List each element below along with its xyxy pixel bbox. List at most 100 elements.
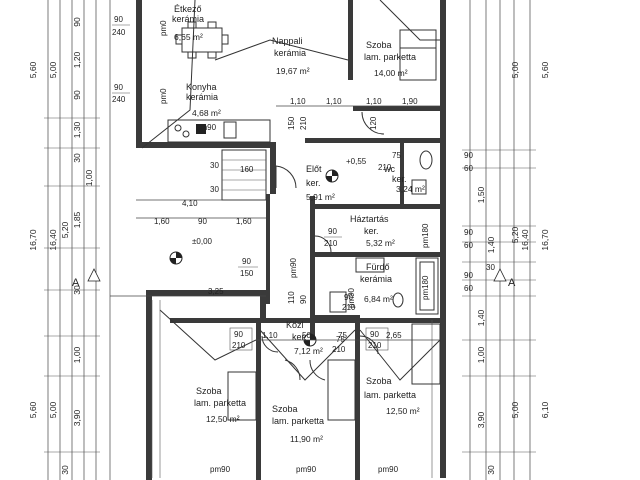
bathtub — [415, 257, 439, 315]
dim-label: 50 — [302, 331, 311, 340]
room-name: Közl — [286, 320, 304, 330]
dim-label: 1,30 — [72, 121, 82, 138]
room-furdo: Fürdő kerámia 6,84 m² — [360, 262, 393, 304]
room-area: 11,90 m² — [290, 434, 323, 444]
dim-label: 75 — [338, 331, 347, 340]
sill-label: pm180 — [421, 275, 430, 300]
room-floor: lam. parketta — [364, 52, 416, 62]
dim-label: 90 — [344, 293, 353, 302]
level-marker-hall — [325, 169, 339, 183]
dim-label: 90 — [299, 295, 308, 304]
door-width: 90 — [114, 15, 123, 24]
sill-label: pm90 — [378, 465, 399, 474]
room-eloter: Előt ker. 5,91 m² — [306, 164, 335, 202]
dim-label: 1,10 — [366, 97, 382, 106]
dim-label: 30 — [72, 153, 82, 163]
door-width: 75 — [392, 151, 401, 160]
dim-label: 1,10 — [262, 331, 278, 340]
horizontal-dims-lower: 3,25 1,10 50 75 2,65 — [110, 287, 440, 341]
dim-label: 90 — [464, 271, 473, 280]
structure-lines — [141, 0, 441, 478]
dim-label: 1,60 — [154, 217, 170, 226]
sill-label: pm90 — [196, 123, 217, 132]
room-area: 4,68 m² — [192, 108, 221, 118]
room-szoba-top: Szoba lam. parketta 14,00 m² — [364, 40, 416, 78]
door-width: 75 — [336, 335, 345, 344]
room-name: Szoba — [272, 404, 298, 414]
horizontal-dims-middle: 4,10 1,60 90 1,60 30 160 30 — [136, 161, 266, 226]
right-dimension-text: 16,70 5,60 6,10 16,40 5,00 5,20 5,00 1,5… — [464, 61, 550, 474]
dim-label: 1,90 — [402, 97, 418, 106]
door-label-szoba-right: 90 210 — [365, 327, 389, 351]
dim-label: 1,85 — [72, 211, 82, 228]
room-name: Étkező — [174, 4, 202, 14]
door-label-kozl: 75 210 — [332, 335, 346, 354]
room-name: Nappali — [272, 36, 303, 46]
left-dimension-lines — [44, 0, 111, 480]
dining-table — [175, 21, 229, 59]
room-floor: kerámia — [186, 92, 218, 102]
bath-fixtures — [329, 257, 404, 313]
room-floor: kerámia — [172, 14, 204, 24]
dim-label: 30 — [60, 465, 70, 475]
dim-label: 1,00 — [84, 169, 94, 186]
room-area: 3,24 m² — [396, 184, 425, 194]
room-name: Szoba — [196, 386, 222, 396]
room-szoba-right: Szoba lam. parketta 12,50 m² — [364, 376, 420, 416]
dim-label: 5,20 — [510, 226, 520, 243]
room-floor: ker. — [392, 174, 407, 184]
dim-left-top-outer: 5,60 — [28, 61, 38, 78]
dim-total-inner: 16,40 — [48, 229, 58, 251]
dim-label: 1,00 — [72, 346, 82, 363]
room-area: 12,50 m² — [386, 406, 420, 416]
dim-label: 90 — [198, 217, 207, 226]
door-width: 90 — [114, 83, 123, 92]
room-floor: kerámia — [274, 48, 306, 58]
dim-label: 150 — [287, 116, 296, 130]
section-label: A — [508, 277, 516, 289]
right-dimension-lines — [462, 0, 536, 480]
room-szoba-mid: Szoba lam. parketta 11,90 m² — [272, 404, 324, 444]
sill-label: pm0 — [159, 88, 168, 104]
room-kozl: Közl ker. 7,12 m² — [286, 320, 323, 356]
room-nappali: Nappali kerámia 19,67 m² — [272, 36, 310, 76]
dim-label: 60 — [464, 284, 473, 293]
doors — [261, 111, 385, 381]
door-label-hall: 90 150 — [238, 257, 258, 278]
door-height: 240 — [112, 28, 126, 37]
dim-left-bottom-outer: 5,60 — [28, 401, 38, 418]
room-area: 12,50 m² — [206, 414, 240, 424]
dim-label: 90 — [72, 90, 82, 100]
level-wc: +0,55 — [346, 157, 367, 166]
sill-label: pm90 — [296, 465, 317, 474]
room-name: Előt — [306, 164, 322, 174]
dim-label: 210 — [342, 303, 356, 312]
room-area: 5,32 m² — [366, 238, 395, 248]
kitchen-counter — [167, 119, 271, 143]
room-haztartas: Háztartás ker. 5,32 m² — [350, 214, 395, 248]
room-name: Fürdő — [366, 262, 390, 272]
room-area: 6,84 m² — [364, 294, 393, 304]
room-name: Konyha — [186, 82, 217, 92]
dim-label: 3,25 — [208, 287, 224, 296]
dim-label: 30 — [486, 263, 495, 272]
door-label-haztartas: 90 210 — [324, 227, 342, 248]
dim-label: 1,40 — [476, 309, 486, 326]
door-width: 90 — [370, 330, 379, 339]
wc-fixtures — [411, 150, 433, 195]
dim-label: 60 — [464, 164, 473, 173]
room-floor: lam. parketta — [194, 398, 246, 408]
dim-label: 16,40 — [520, 229, 530, 251]
dim-label: 1,40 — [486, 236, 496, 253]
level-marker-entry: ±0,00 — [169, 237, 213, 265]
door-label-szoba-left: 90 210 — [229, 327, 253, 351]
dim-label: 120 — [369, 116, 378, 130]
wardrobes — [227, 323, 441, 421]
dim-label: 3,90 — [476, 411, 486, 428]
room-name: wc — [383, 164, 395, 174]
dim-label: 160 — [240, 165, 254, 174]
room-name: Szoba — [366, 376, 392, 386]
dim-label: 30 — [72, 285, 82, 295]
room-area: 7,12 m² — [294, 346, 323, 356]
